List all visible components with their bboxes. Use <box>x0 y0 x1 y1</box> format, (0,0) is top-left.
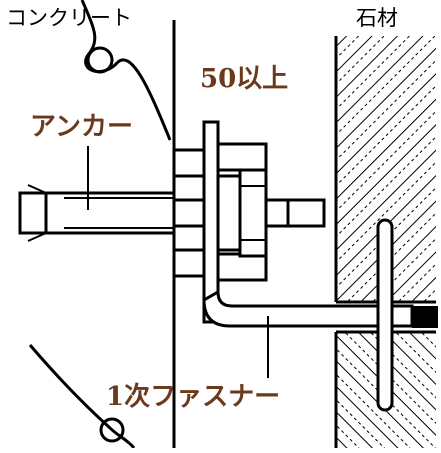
min-distance-label: 50以上 <box>200 64 289 94</box>
stone-joint <box>412 306 438 328</box>
dowel-pin <box>376 218 394 412</box>
concrete-edge-lower <box>28 344 136 449</box>
primary-fastener-label: 1次ファスナー <box>106 382 281 412</box>
nut-right <box>216 142 290 282</box>
stone-label: 石材 <box>356 6 398 30</box>
concrete-label: コンクリート <box>6 6 132 30</box>
anchor-label: アンカー <box>30 112 133 142</box>
fastener-plate <box>202 120 414 328</box>
nut-left <box>172 148 206 278</box>
anchor-bolt <box>18 184 176 242</box>
